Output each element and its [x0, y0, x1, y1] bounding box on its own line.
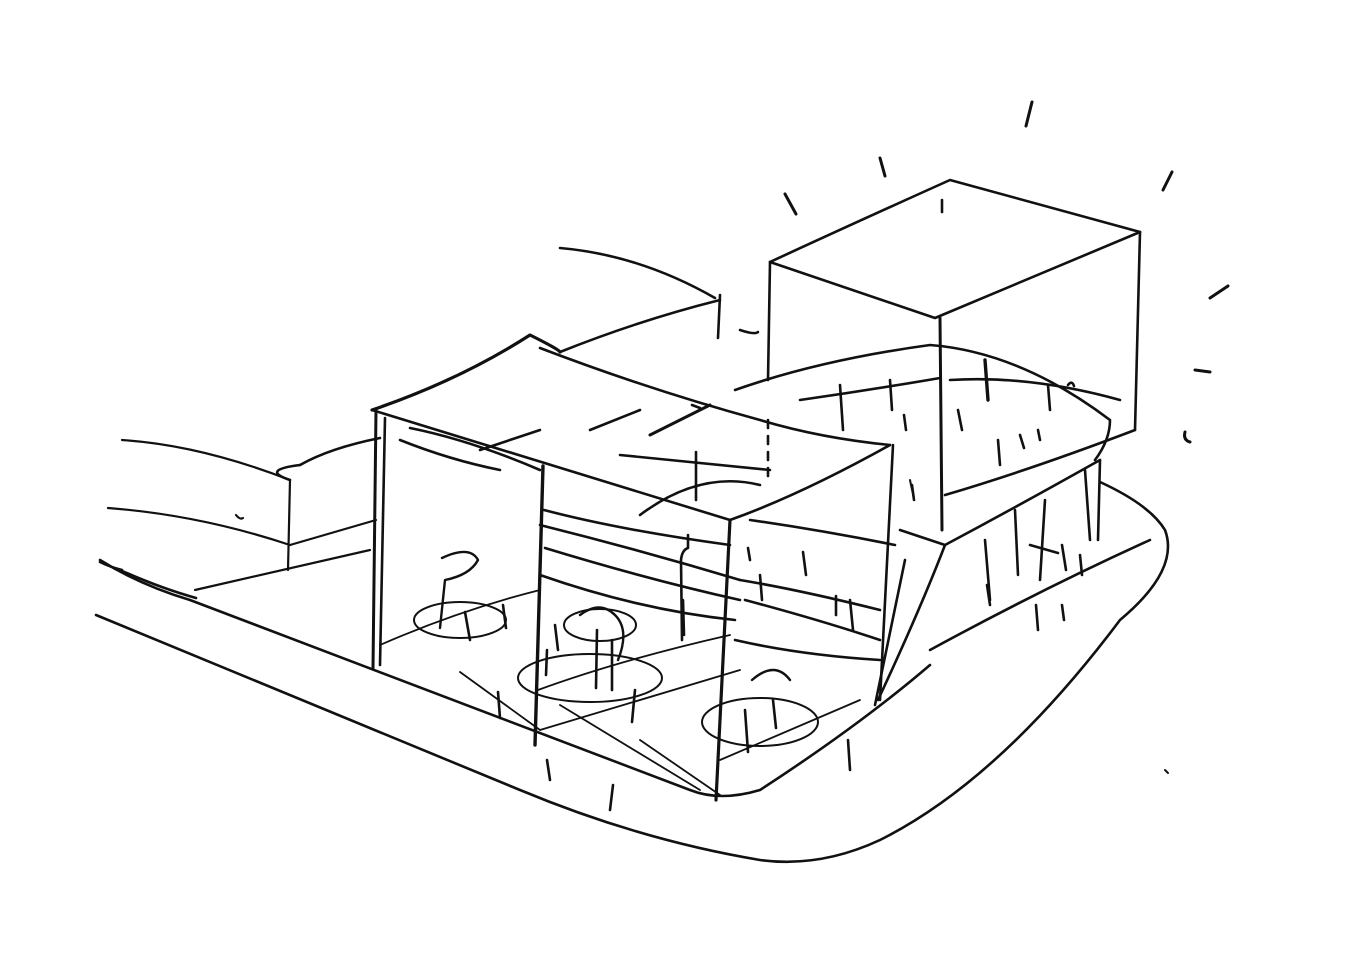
tower-block	[733, 178, 1152, 707]
main-canopy-block	[370, 246, 897, 802]
street-outline	[94, 436, 1170, 864]
detail-marks	[909, 479, 1169, 774]
left-block	[106, 438, 378, 592]
people-figures	[463, 358, 1084, 812]
plaza-grid	[379, 589, 861, 796]
plaza-tables	[413, 533, 819, 747]
sun-rays	[783, 100, 1230, 444]
